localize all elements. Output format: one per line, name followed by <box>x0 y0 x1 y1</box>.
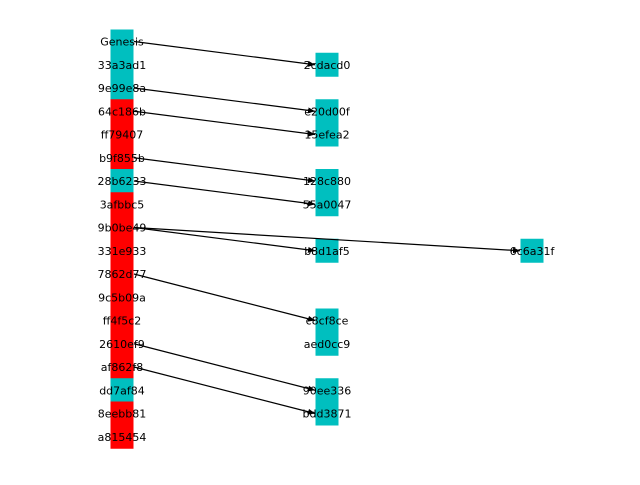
edge-arrow <box>133 110 316 137</box>
chain-block-label: 33a3ad1 <box>98 59 146 72</box>
chain-block-label: Genesis <box>100 36 144 49</box>
fork-block-label: bdd3871 <box>303 408 352 421</box>
chain-block-label: 331e933 <box>98 245 147 258</box>
chain-block-box <box>110 169 134 193</box>
edges <box>133 40 521 415</box>
chain-block-label: dd7af84 <box>99 384 145 397</box>
chain-block-label: 9b0be49 <box>98 222 147 235</box>
chain-block-label: 9e99e8a <box>98 82 146 95</box>
chain-block-box <box>110 378 134 403</box>
chain-block-box <box>110 76 134 100</box>
fork-block-box <box>315 99 339 124</box>
chain-block-label: b9f855b <box>99 152 145 165</box>
chain-block-box <box>110 308 134 333</box>
chain-block-label: 2610ef9 <box>99 338 145 351</box>
chain-block-box <box>110 215 134 240</box>
chain-block-box <box>110 99 134 124</box>
chain-block-label: ff79407 <box>101 129 144 142</box>
fork-block-box <box>520 238 544 263</box>
edge-arrow <box>133 343 316 392</box>
fork-block-label: 6c6a31f <box>510 245 556 258</box>
chain-block-box <box>110 145 134 170</box>
edge-arrow <box>133 87 316 114</box>
chain-block-box <box>110 331 134 356</box>
fork-block-box <box>315 308 339 333</box>
fork-block-box <box>315 192 339 217</box>
edge-arrow <box>133 180 316 207</box>
fork-block-label: 55a0047 <box>303 198 352 211</box>
chain-block-box <box>110 424 134 449</box>
fork-block-box <box>315 238 339 263</box>
main-chain-boxes <box>110 29 134 449</box>
fork-block-label: 15efea2 <box>304 129 349 142</box>
chain-block-label: 3afbbc5 <box>100 198 145 211</box>
fork-block-label: 128c880 <box>303 175 351 188</box>
chain-block-label: af862f8 <box>101 361 143 374</box>
chain-block-label: a815454 <box>98 431 147 444</box>
edge-arrow <box>133 273 316 322</box>
edge-arrow <box>133 366 316 415</box>
chain-block-box <box>110 122 134 147</box>
fork-block-label: b8d1af5 <box>304 245 350 258</box>
edge-arrow <box>133 40 316 67</box>
fork-boxes <box>315 52 544 426</box>
fork-block-label: 90ee336 <box>303 384 352 397</box>
chain-block-box <box>110 52 134 77</box>
chain-block-box <box>110 401 134 426</box>
chain-block-box <box>110 238 134 263</box>
chain-block-label: 7862d77 <box>98 268 147 281</box>
chain-block-label: 28b6233 <box>98 175 147 188</box>
fork-block-label: 2cdacd0 <box>304 59 351 72</box>
node-labels: Genesis 33a3ad1 9e99e8a 64c186b ff79407 b9f85… <box>98 36 556 444</box>
fork-block-box <box>315 52 339 77</box>
chain-block-box <box>110 192 134 217</box>
chain-block-label: ff4f5c2 <box>103 315 142 328</box>
fork-block-label: e20d00f <box>304 105 351 118</box>
fork-block-label: c8cf8ce <box>306 315 349 328</box>
edge-arrow <box>133 226 316 253</box>
fork-block-box <box>315 169 339 193</box>
fork-block-box <box>315 331 339 356</box>
fork-block-box <box>315 401 339 426</box>
chain-block-box <box>110 355 134 379</box>
fork-block-box <box>315 378 339 403</box>
chain-block-box <box>110 262 134 286</box>
fork-block-box <box>315 122 339 147</box>
chain-block-label: 8eebb81 <box>98 408 147 421</box>
chain-block-label: 9c5b09a <box>98 291 146 304</box>
edge-arrow <box>133 157 316 184</box>
fork-block-label: aed0cc9 <box>304 338 351 351</box>
chain-block-box <box>110 285 134 310</box>
chain-block-box <box>110 29 134 54</box>
edge-arrow <box>133 226 521 254</box>
chain-block-label: 64c186b <box>98 105 146 118</box>
